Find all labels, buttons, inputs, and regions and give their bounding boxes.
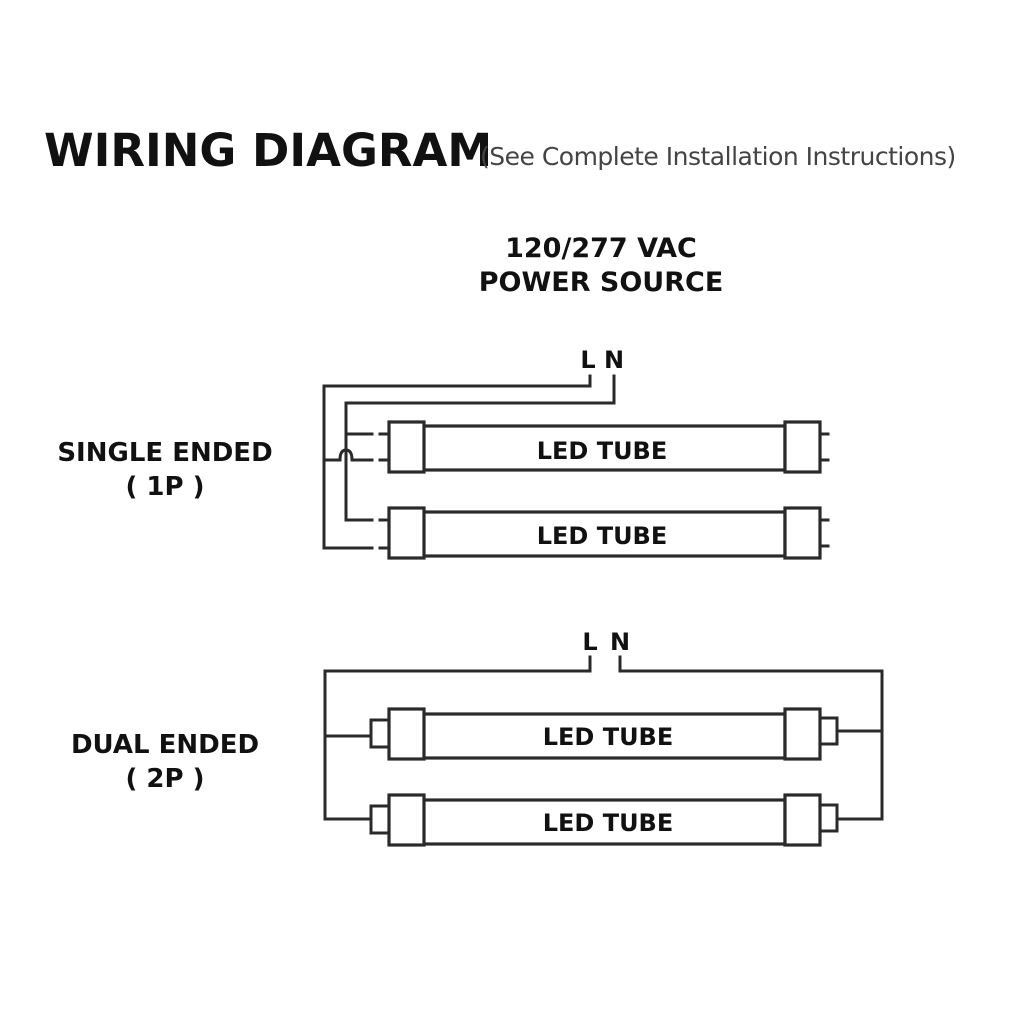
single-ended-label-group: SINGLE ENDED ( 1P ) <box>40 436 290 504</box>
tube-4-label: LED TUBE <box>543 809 674 837</box>
single-ended-live-branch-wire <box>322 448 374 462</box>
tube-1-left-cap <box>387 420 426 474</box>
single-ended-label: SINGLE ENDED <box>57 438 273 468</box>
single-ended-tube-1: LED TUBE <box>378 420 830 474</box>
power-source-voltage: 120/277 VAC <box>505 233 697 264</box>
single-ended-diagram: L N LED TUBE LED TUBE <box>322 346 830 560</box>
dual-ended-label: DUAL ENDED <box>70 730 260 760</box>
single-ended-neutral-label: N <box>604 346 624 374</box>
tube-1-right-pins <box>818 432 830 462</box>
tube-1-label: LED TUBE <box>537 437 668 465</box>
tube-3-body <box>421 712 787 760</box>
dual-ended-live-label: L <box>582 628 597 656</box>
power-source-label: POWER SOURCE <box>478 267 724 298</box>
single-ended-live-wire <box>322 374 592 550</box>
tube-3-left-cap <box>387 707 426 761</box>
dual-ended-live-wire <box>323 655 592 821</box>
dual-ended-tube-1: LED TUBE <box>369 707 839 761</box>
tube-4-left-bridge <box>369 804 391 835</box>
single-ended-tube-2: LED TUBE <box>378 506 830 560</box>
tube-4-body <box>421 798 787 846</box>
tube-2-label: LED TUBE <box>537 522 668 550</box>
single-ended-code: ( 1P ) <box>125 472 205 502</box>
page-subtitle: (See Complete Installation Instructions) <box>480 142 956 171</box>
tube-3-right-bridge <box>818 716 839 746</box>
tube-3-label: LED TUBE <box>543 723 674 751</box>
dual-ended-neutral-wire <box>618 655 884 821</box>
dual-ended-tube-2: LED TUBE <box>369 793 839 847</box>
dual-ended-neutral-label: N <box>610 628 630 656</box>
tube-4-left-cap <box>387 793 426 847</box>
dual-ended-code: ( 2P ) <box>125 764 205 794</box>
tube-2-right-pins <box>818 518 830 548</box>
single-ended-neutral-wire <box>344 374 616 522</box>
single-ended-live-label: L <box>580 346 595 374</box>
dual-ended-label-group: DUAL ENDED ( 2P ) <box>40 728 290 796</box>
tube-4-right-cap <box>783 793 822 847</box>
tube-1-right-cap <box>783 420 822 474</box>
tube-2-left-cap <box>387 506 426 560</box>
tube-2-right-cap <box>783 506 822 560</box>
page-title: WIRING DIAGRAM <box>44 124 493 177</box>
dual-ended-diagram: L N LED TUBE LED TUBE <box>323 628 884 847</box>
tube-3-left-bridge <box>369 718 391 749</box>
tube-4-right-bridge <box>818 803 839 833</box>
tube-3-right-cap <box>783 707 822 761</box>
